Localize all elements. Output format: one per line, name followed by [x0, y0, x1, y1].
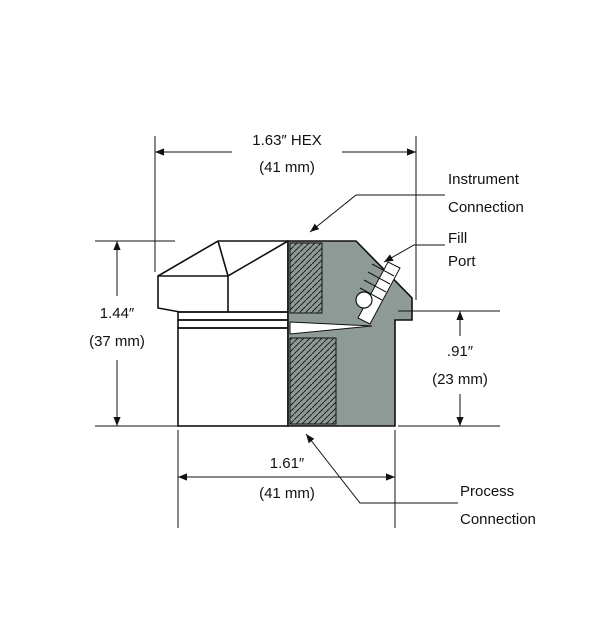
cross-section-view	[287, 240, 413, 427]
fill-port-channel	[357, 261, 401, 325]
thread-height-in-label: .91″	[447, 343, 474, 360]
fill-port-label-line2: Port	[448, 253, 476, 270]
exterior-view	[157, 240, 289, 427]
instrument-connection-callout: Instrument Connection	[309, 171, 524, 233]
overall-height-mm-label: (37 mm)	[89, 333, 145, 350]
part-drawing	[157, 240, 413, 427]
process-thread	[289, 337, 337, 425]
hex-dimension: 1.63″ HEX (41 mm)	[154, 132, 417, 300]
overall-height-dimension: 1.44″ (37 mm)	[89, 240, 178, 427]
process-connection-label-line2: Connection	[460, 511, 536, 528]
hex-width-in-label: 1.63″ HEX	[252, 132, 322, 149]
body-width-dimension: 1.61″ (41 mm)	[177, 430, 396, 528]
process-connection-callout: Process Connection	[305, 433, 536, 528]
fill-port-ball	[355, 291, 373, 309]
instrument-thread	[289, 242, 323, 314]
hex-width-mm-label: (41 mm)	[259, 159, 315, 176]
thread-height-mm-label: (23 mm)	[432, 371, 488, 388]
instrument-connection-label-line2: Connection	[448, 199, 524, 216]
fill-port-label-line1: Fill	[448, 230, 467, 247]
fill-port-callout: Fill Port	[383, 230, 476, 270]
overall-height-in-label: 1.44″	[100, 305, 135, 322]
process-connection-label-line1: Process	[460, 483, 514, 500]
body-width-mm-label: (41 mm)	[259, 485, 315, 502]
body-width-in-label: 1.61″	[270, 455, 305, 472]
thread-height-dimension: .91″ (23 mm)	[398, 310, 500, 427]
instrument-connection-label-line1: Instrument	[448, 171, 520, 188]
